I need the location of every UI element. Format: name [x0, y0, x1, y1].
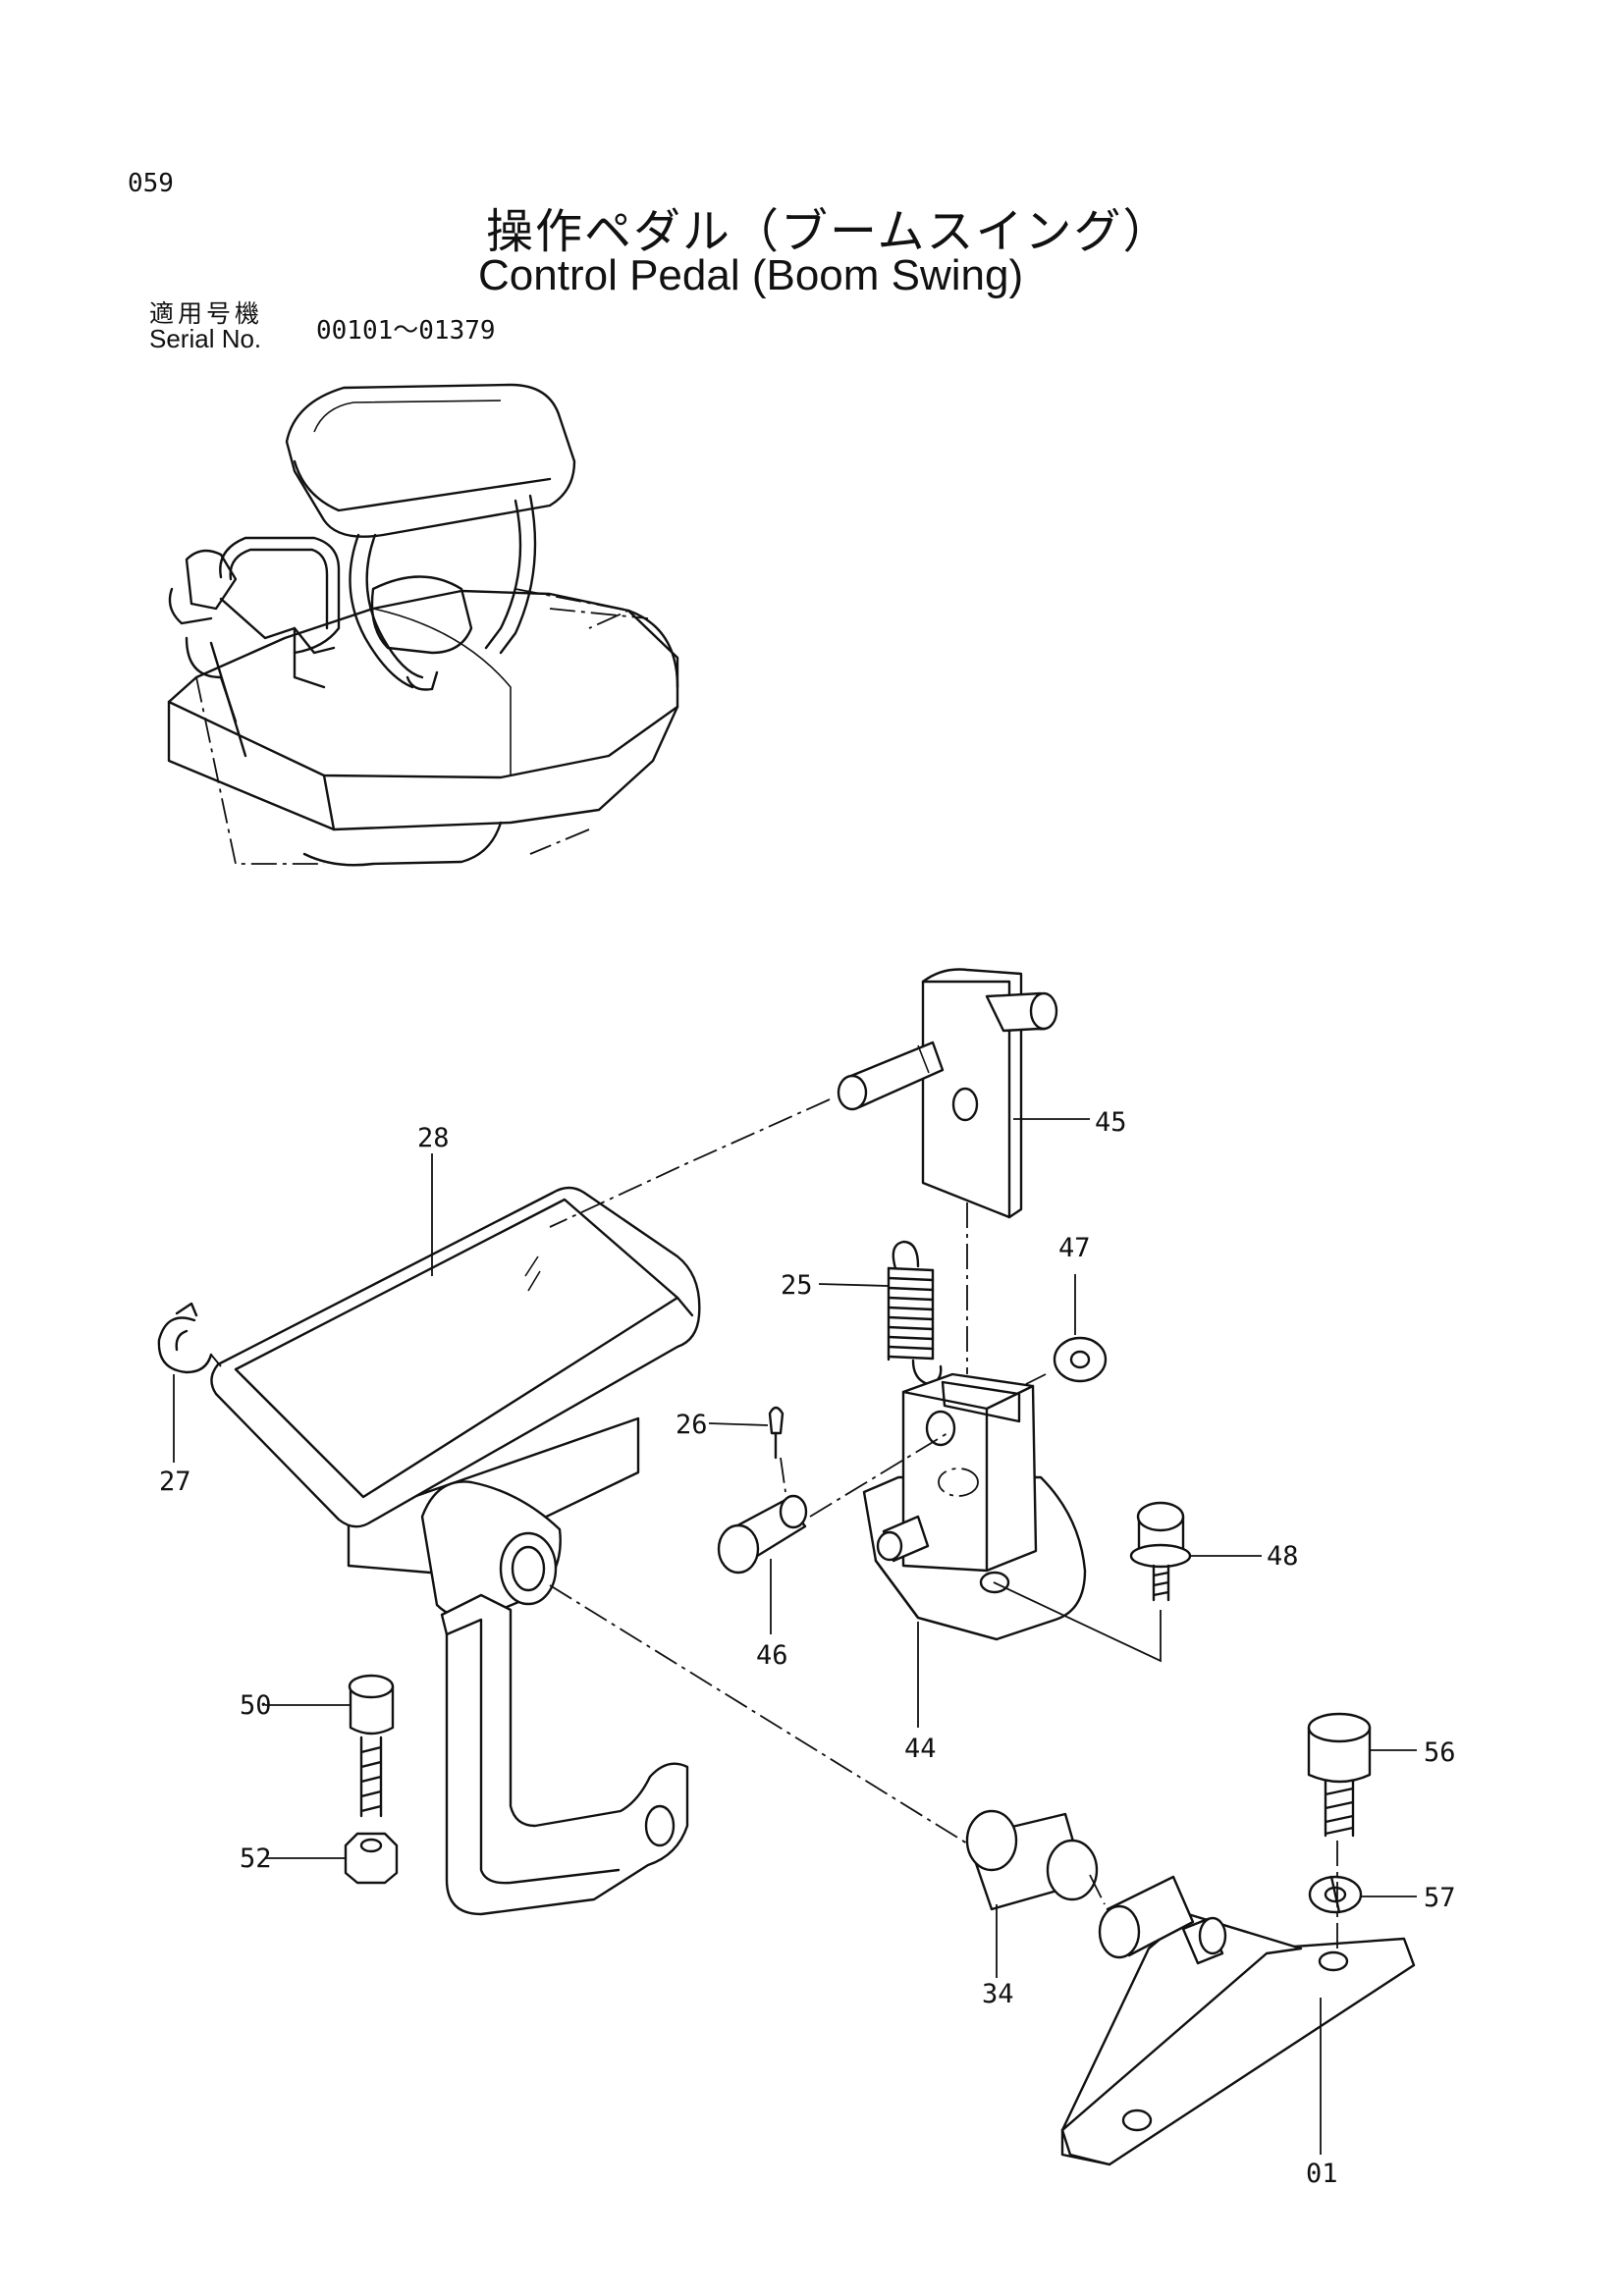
base-bracket-01 — [1060, 1875, 1416, 2166]
bolt-50 — [348, 1674, 395, 1818]
callout-45: 45 — [1095, 1107, 1127, 1138]
bolt-48 — [1129, 1501, 1192, 1602]
nut-52 — [344, 1832, 399, 1885]
title-japanese: 操作ペダル（ブームスイング） — [486, 204, 1172, 259]
clevis-pin-46 — [717, 1494, 808, 1575]
callout-50: 50 — [240, 1690, 272, 1721]
assembly-center-lines — [210, 1098, 1338, 1953]
leader-lines — [173, 1118, 1417, 2155]
callout-28: 28 — [417, 1123, 450, 1153]
serial-label-english: Serial No. — [149, 324, 262, 353]
page-number: 059 — [128, 169, 174, 198]
washer-47 — [1053, 1336, 1108, 1383]
lock-washer-57 — [1308, 1875, 1363, 1914]
pedal-lever-arm — [440, 1593, 689, 1916]
bracket-shaft-45 — [837, 968, 1058, 1219]
callout-46: 46 — [756, 1640, 788, 1671]
bushing-34 — [965, 1809, 1099, 1911]
serial-label-japanese: 適用号機 — [149, 299, 264, 328]
bracket-44 — [862, 1372, 1087, 1641]
cotter-pin-26 — [768, 1406, 784, 1460]
callout-27: 27 — [159, 1467, 191, 1497]
callout-47: 47 — [1058, 1233, 1091, 1263]
part-callouts: 45 28 47 25 27 26 48 46 44 50 56 52 57 3… — [159, 1107, 1456, 2189]
title-english: Control Pedal (Boom Swing) — [478, 251, 1024, 299]
serial-range: 00101～01379 — [316, 316, 496, 346]
bolt-56 — [1307, 1712, 1372, 1838]
callout-25: 25 — [781, 1270, 813, 1301]
snap-ring-27 — [157, 1302, 213, 1374]
callout-44: 44 — [904, 1734, 937, 1764]
callout-01: 01 — [1306, 2159, 1338, 2189]
callout-48: 48 — [1267, 1541, 1299, 1572]
callout-56: 56 — [1424, 1737, 1456, 1768]
callout-52: 52 — [240, 1843, 272, 1874]
machine-overview-illustration — [167, 383, 679, 867]
callout-34: 34 — [982, 1979, 1014, 2009]
pedal-28 — [210, 1186, 701, 1622]
callout-26: 26 — [676, 1410, 708, 1440]
spring-25 — [887, 1240, 943, 1386]
callout-57: 57 — [1424, 1883, 1456, 1913]
